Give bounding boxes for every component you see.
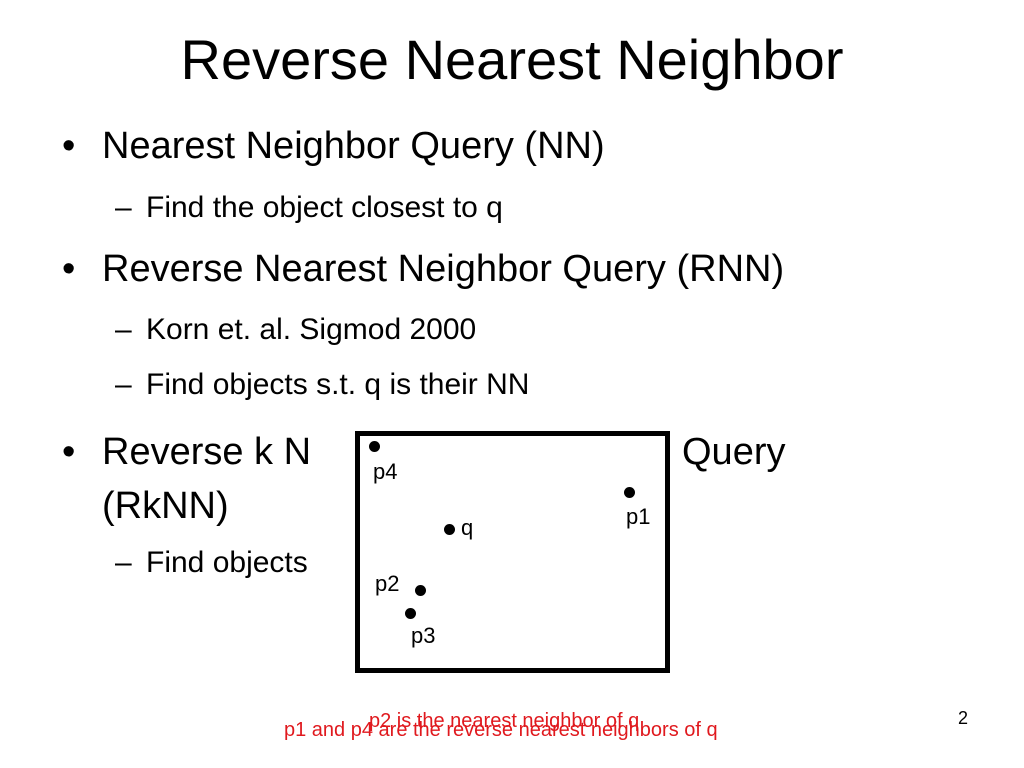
point-label-p2: p2 [375, 571, 400, 596]
bullet-marker: • [62, 431, 76, 473]
point-label-p4: p4 [373, 459, 398, 484]
sub-bullet-dash: – [115, 368, 132, 401]
sub-bullet-nn-desc: Find the object closest to q [146, 191, 503, 224]
sub-bullet-dash: – [115, 191, 132, 224]
sub-bullet-rknn-desc: Find objects [146, 546, 308, 579]
sub-bullet-rnn-ref: Korn et. al. Sigmod 2000 [146, 313, 477, 346]
bullet-marker: • [62, 248, 76, 290]
point-p1 [624, 487, 635, 498]
point-label-p3: p3 [411, 623, 436, 648]
bullet-nn: Nearest Neighbor Query (NN) [102, 125, 605, 167]
point-p4 [369, 441, 380, 452]
caption-nearest: p2 is the nearest neighbor of q [369, 710, 640, 732]
point-q [444, 524, 455, 535]
point-label-q: q [461, 515, 474, 540]
point-label-p1: p1 [626, 504, 651, 529]
sub-bullet-rnn-desc: Find objects s.t. q is their NN [146, 368, 530, 401]
sub-bullet-dash: – [115, 546, 132, 579]
point-p2 [415, 585, 426, 596]
sub-bullet-dash: – [115, 313, 132, 346]
slide-title: Reverse Nearest Neighbor [180, 28, 844, 91]
bullet-rknn-end: Query [682, 431, 786, 473]
bullet-rknn-start: Reverse k N [102, 431, 312, 473]
page-number: 2 [957, 708, 968, 728]
bullet-rnn: Reverse Nearest Neighbor Query (RNN) [102, 248, 785, 290]
rnn-figure: p4 q p1 p2 p3 [355, 431, 670, 673]
point-p3 [405, 608, 416, 619]
bullet-rknn-line2: (RkNN) [102, 485, 229, 527]
caption-reverse: p1 and p4 are the reverse nearest neighb… [284, 719, 718, 741]
bullet-marker: • [62, 125, 76, 167]
